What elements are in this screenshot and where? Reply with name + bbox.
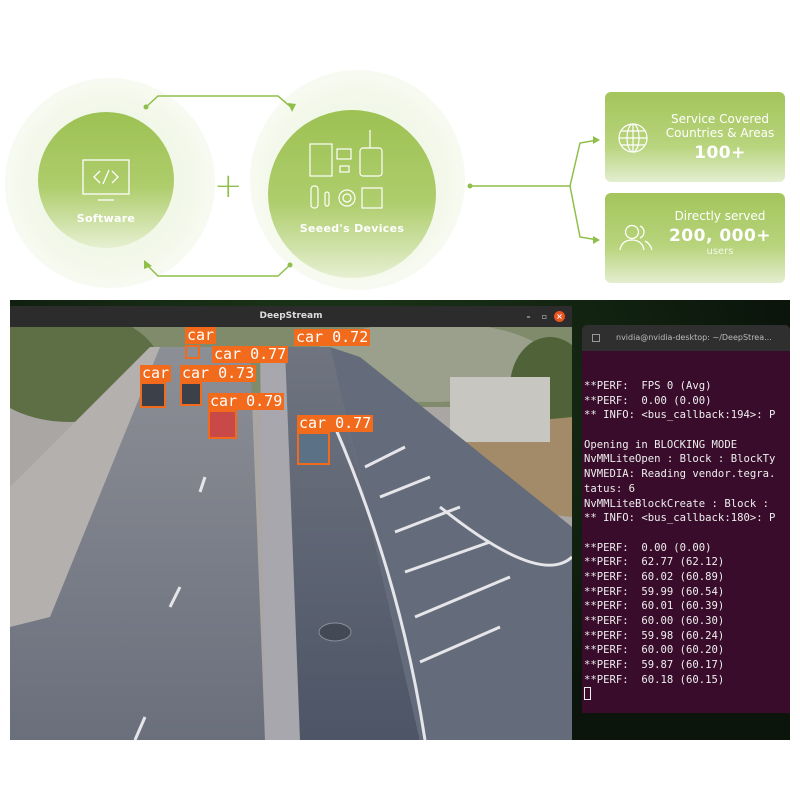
plus-sign: + [214,166,243,206]
close-button[interactable]: × [554,311,565,322]
software-label: Software [76,212,136,225]
terminal-line: ** INFO: <bus_callback:180>: P [584,512,776,525]
terminal-line: **PERF: 60.01 (60.39) [584,600,725,613]
detection-box [140,382,166,408]
terminal-line: **PERF: 59.98 (60.24) [584,629,725,642]
terminal-output[interactable]: **PERF: FPS 0 (Avg) **PERF: 0.00 (0.00) **… [582,351,790,705]
users-icon [619,224,653,251]
terminal-line: **PERF: 62.77 (62.12) [584,556,725,569]
detection-label: car 0.73 [180,364,257,382]
deepstream-titlebar[interactable]: DeepStream – ▫ × [10,306,572,327]
users-line2: users [706,246,734,257]
detection-label: car [185,327,217,344]
terminal-line: NvMMLiteOpen : Block : BlockTy [584,453,776,466]
countries-line1: Service Covered [670,112,770,126]
code-monitor-icon [82,159,130,201]
minimize-button[interactable]: – [526,312,531,321]
terminal-line: Opening in BLOCKING MODE [584,438,738,451]
terminal-line: **PERF: 60.02 (60.89) [584,570,725,583]
deepstream-window: DeepStream – ▫ × [10,306,572,740]
terminal-line: **PERF: 60.00 (60.30) [584,615,725,627]
users-line1: Directly served [674,209,766,223]
video-feed: car car 0.72 car 0.77 car car 0.73 car 0… [10,327,572,740]
connector-arrows [143,95,600,277]
terminal-title: nvidia@nvidia-desktop: ~/DeepStrea... [616,333,772,342]
devices-label: Seeed's Devices [299,222,405,235]
terminal-line: **PERF: 0.00 (0.00) [584,541,712,554]
terminal-line: NVMEDIA: Reading vendor.tegra. [584,468,776,481]
terminal-line: **PERF: 0.00 (0.00) [584,394,712,407]
terminal-line: NvMMLiteBlockCreate : Block : [584,497,776,510]
maximize-button[interactable]: ▫ [541,312,548,321]
terminal-line: **PERF: 60.00 (60.20) [584,644,725,657]
new-tab-icon[interactable] [592,333,600,342]
devices-circle: Seeed's Devices [268,110,436,278]
detection-box [180,382,202,406]
countries-line2: Countries & Areas [665,126,775,140]
detection-box [297,432,330,465]
globe-icon [618,123,648,153]
terminal-line: **PERF: 59.87 (60.17) [584,659,725,672]
detection-label: car 0.77 [212,345,289,363]
detection-label: car [140,364,172,382]
detection-box [208,410,237,439]
detection-label: car 0.79 [208,392,285,410]
detection-box [185,345,200,359]
terminal-line: tatus: 6 [584,482,636,495]
terminal-line: ** INFO: <bus_callback:194>: P [584,409,776,422]
terminal-line: **PERF: 59.99 (60.54) [584,585,725,598]
software-circle: Software [38,112,174,248]
detection-label: car 0.72 [294,328,371,346]
window-title: DeepStream [259,311,323,321]
terminal-titlebar[interactable]: nvidia@nvidia-desktop: ~/DeepStrea... [582,325,790,351]
devices-icon [309,130,383,209]
users-value: 200, 000+ [668,226,772,246]
users-card: Directly served 200, 000+ users [605,193,785,283]
countries-value: 100+ [694,143,746,163]
terminal-line [584,526,790,541]
terminal-window: nvidia@nvidia-desktop: ~/DeepStrea... **… [582,325,790,713]
terminal-cursor [584,687,591,701]
terminal-line [584,423,790,438]
detection-label: car 0.77 [297,414,374,432]
countries-card: Service Covered Countries & Areas 100+ [605,92,785,182]
road-scene [10,327,572,740]
terminal-line: **PERF: 60.18 (60.15) [584,673,725,686]
terminal-line: **PERF: FPS 0 (Avg) [584,380,712,392]
